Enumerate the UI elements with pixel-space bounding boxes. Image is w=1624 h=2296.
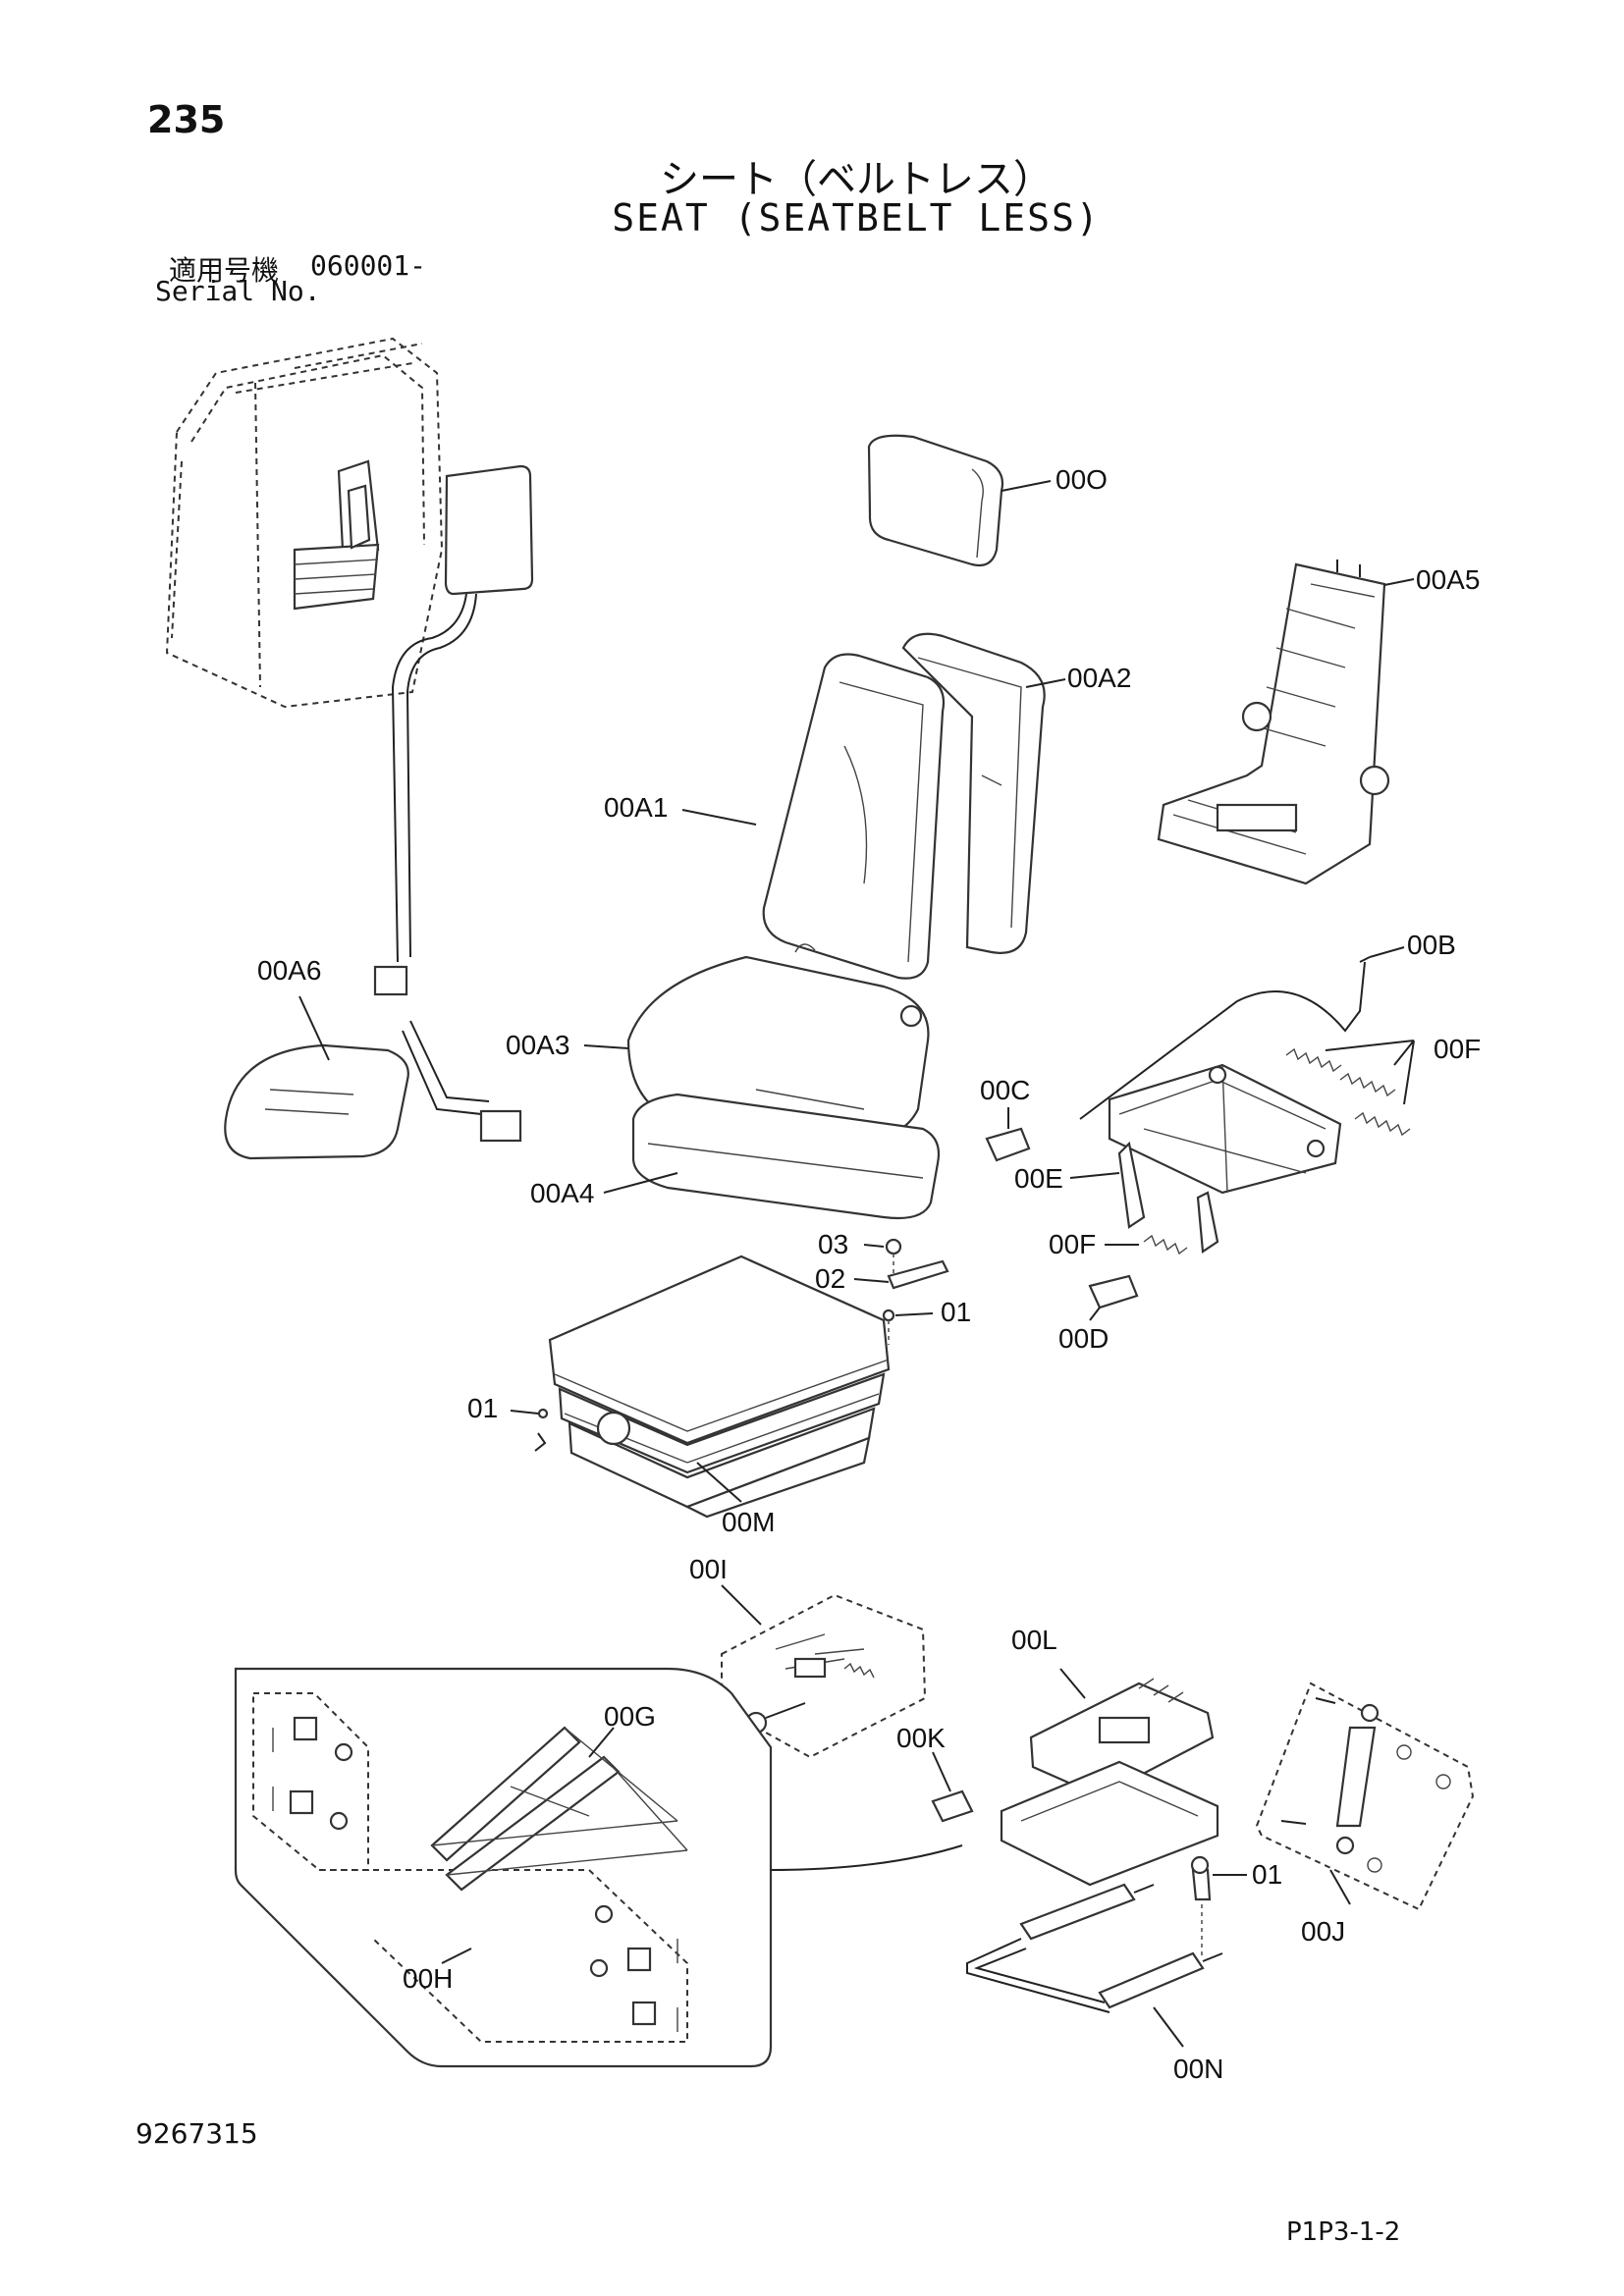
part-01-bolt-lower: 01	[1190, 1855, 1282, 1958]
part-00A2-backrest-cover: 00A2	[901, 632, 1131, 954]
part-00A5-seat-frame: 00A5	[1157, 560, 1480, 885]
callout-00N: 00N	[1173, 2054, 1223, 2084]
serial-label-japanese: 適用号機	[169, 254, 280, 287]
part-00A1-backrest: 00A1	[604, 653, 946, 980]
callout-01-left: 01	[467, 1393, 498, 1423]
part-00M-suspension-bellows: 00M	[548, 1255, 891, 1537]
part-00C-adjust-knob: 00C	[980, 1075, 1031, 1162]
callout-00A4: 00A4	[530, 1178, 594, 1208]
callout-00G: 00G	[604, 1701, 656, 1732]
part-00F-spring-lower: 00F	[1049, 1229, 1188, 1259]
detail-inset-00G-00H: 00G 00H	[234, 1667, 963, 2068]
page-title-japanese: シート（ベルトレス）	[660, 157, 1053, 202]
callout-00K: 00K	[896, 1723, 946, 1753]
callout-00F-lower: 00F	[1049, 1229, 1096, 1259]
cab-overview-illustration	[165, 337, 444, 709]
part-00L-scissor-unit: 00L	[1000, 1625, 1219, 1887]
callout-00A3: 00A3	[506, 1030, 569, 1060]
callout-00A1: 00A1	[604, 792, 668, 823]
part-00K-clip: 00K	[896, 1723, 974, 1823]
callout-00C: 00C	[980, 1075, 1030, 1105]
page-number: 235	[147, 98, 226, 141]
document-number: 9267315	[135, 2117, 258, 2150]
callout-00L: 00L	[1011, 1625, 1057, 1655]
part-00N-rails: 00N	[966, 1883, 1223, 2084]
part-01-bolt-left: 01	[467, 1393, 549, 1452]
part-00A6-seat-heater: 00A6	[224, 464, 534, 1160]
part-00O-headrest: 00O	[867, 434, 1108, 567]
callout-00O: 00O	[1056, 464, 1108, 495]
callout-00B: 00B	[1407, 930, 1456, 960]
part-00J-damper-kit: 00J	[1255, 1682, 1475, 1947]
callout-00H: 00H	[403, 1963, 453, 1994]
callout-00A2: 00A2	[1067, 663, 1131, 693]
callout-01-upper: 01	[941, 1297, 971, 1327]
page-code: P1P3-1-2	[1286, 2217, 1401, 2247]
part-00D-knob: 00D	[1058, 1274, 1139, 1354]
part-02-bracket: 02	[815, 1259, 949, 1294]
serial-number-value: 060001-	[310, 249, 427, 282]
callout-03: 03	[818, 1229, 848, 1259]
part-01-bolt-upper: 01	[882, 1297, 971, 1345]
part-00B-release-cable: 00B	[1079, 930, 1456, 1120]
part-00A4-cushion-base: 00A4	[530, 1093, 941, 1220]
callout-00E: 00E	[1014, 1163, 1063, 1194]
callout-00F-upper: 00F	[1434, 1034, 1481, 1064]
callout-00A6: 00A6	[257, 955, 321, 986]
callout-02: 02	[815, 1263, 845, 1294]
page-title-english: SEAT (SEATBELT LESS)	[612, 196, 1101, 240]
part-03-screw: 03	[818, 1229, 902, 1276]
part-00F-springs-upper: 00F	[1285, 1034, 1481, 1137]
callout-00J: 00J	[1301, 1916, 1345, 1947]
serial-label-english: Serial No.	[155, 275, 321, 307]
callout-00A5: 00A5	[1416, 564, 1480, 595]
callout-01-lower: 01	[1252, 1859, 1282, 1890]
callout-00D: 00D	[1058, 1323, 1109, 1354]
callout-00M: 00M	[722, 1507, 775, 1537]
callout-00I: 00I	[689, 1554, 728, 1584]
part-00E-slide-assembly: 00E	[1014, 1063, 1342, 1254]
